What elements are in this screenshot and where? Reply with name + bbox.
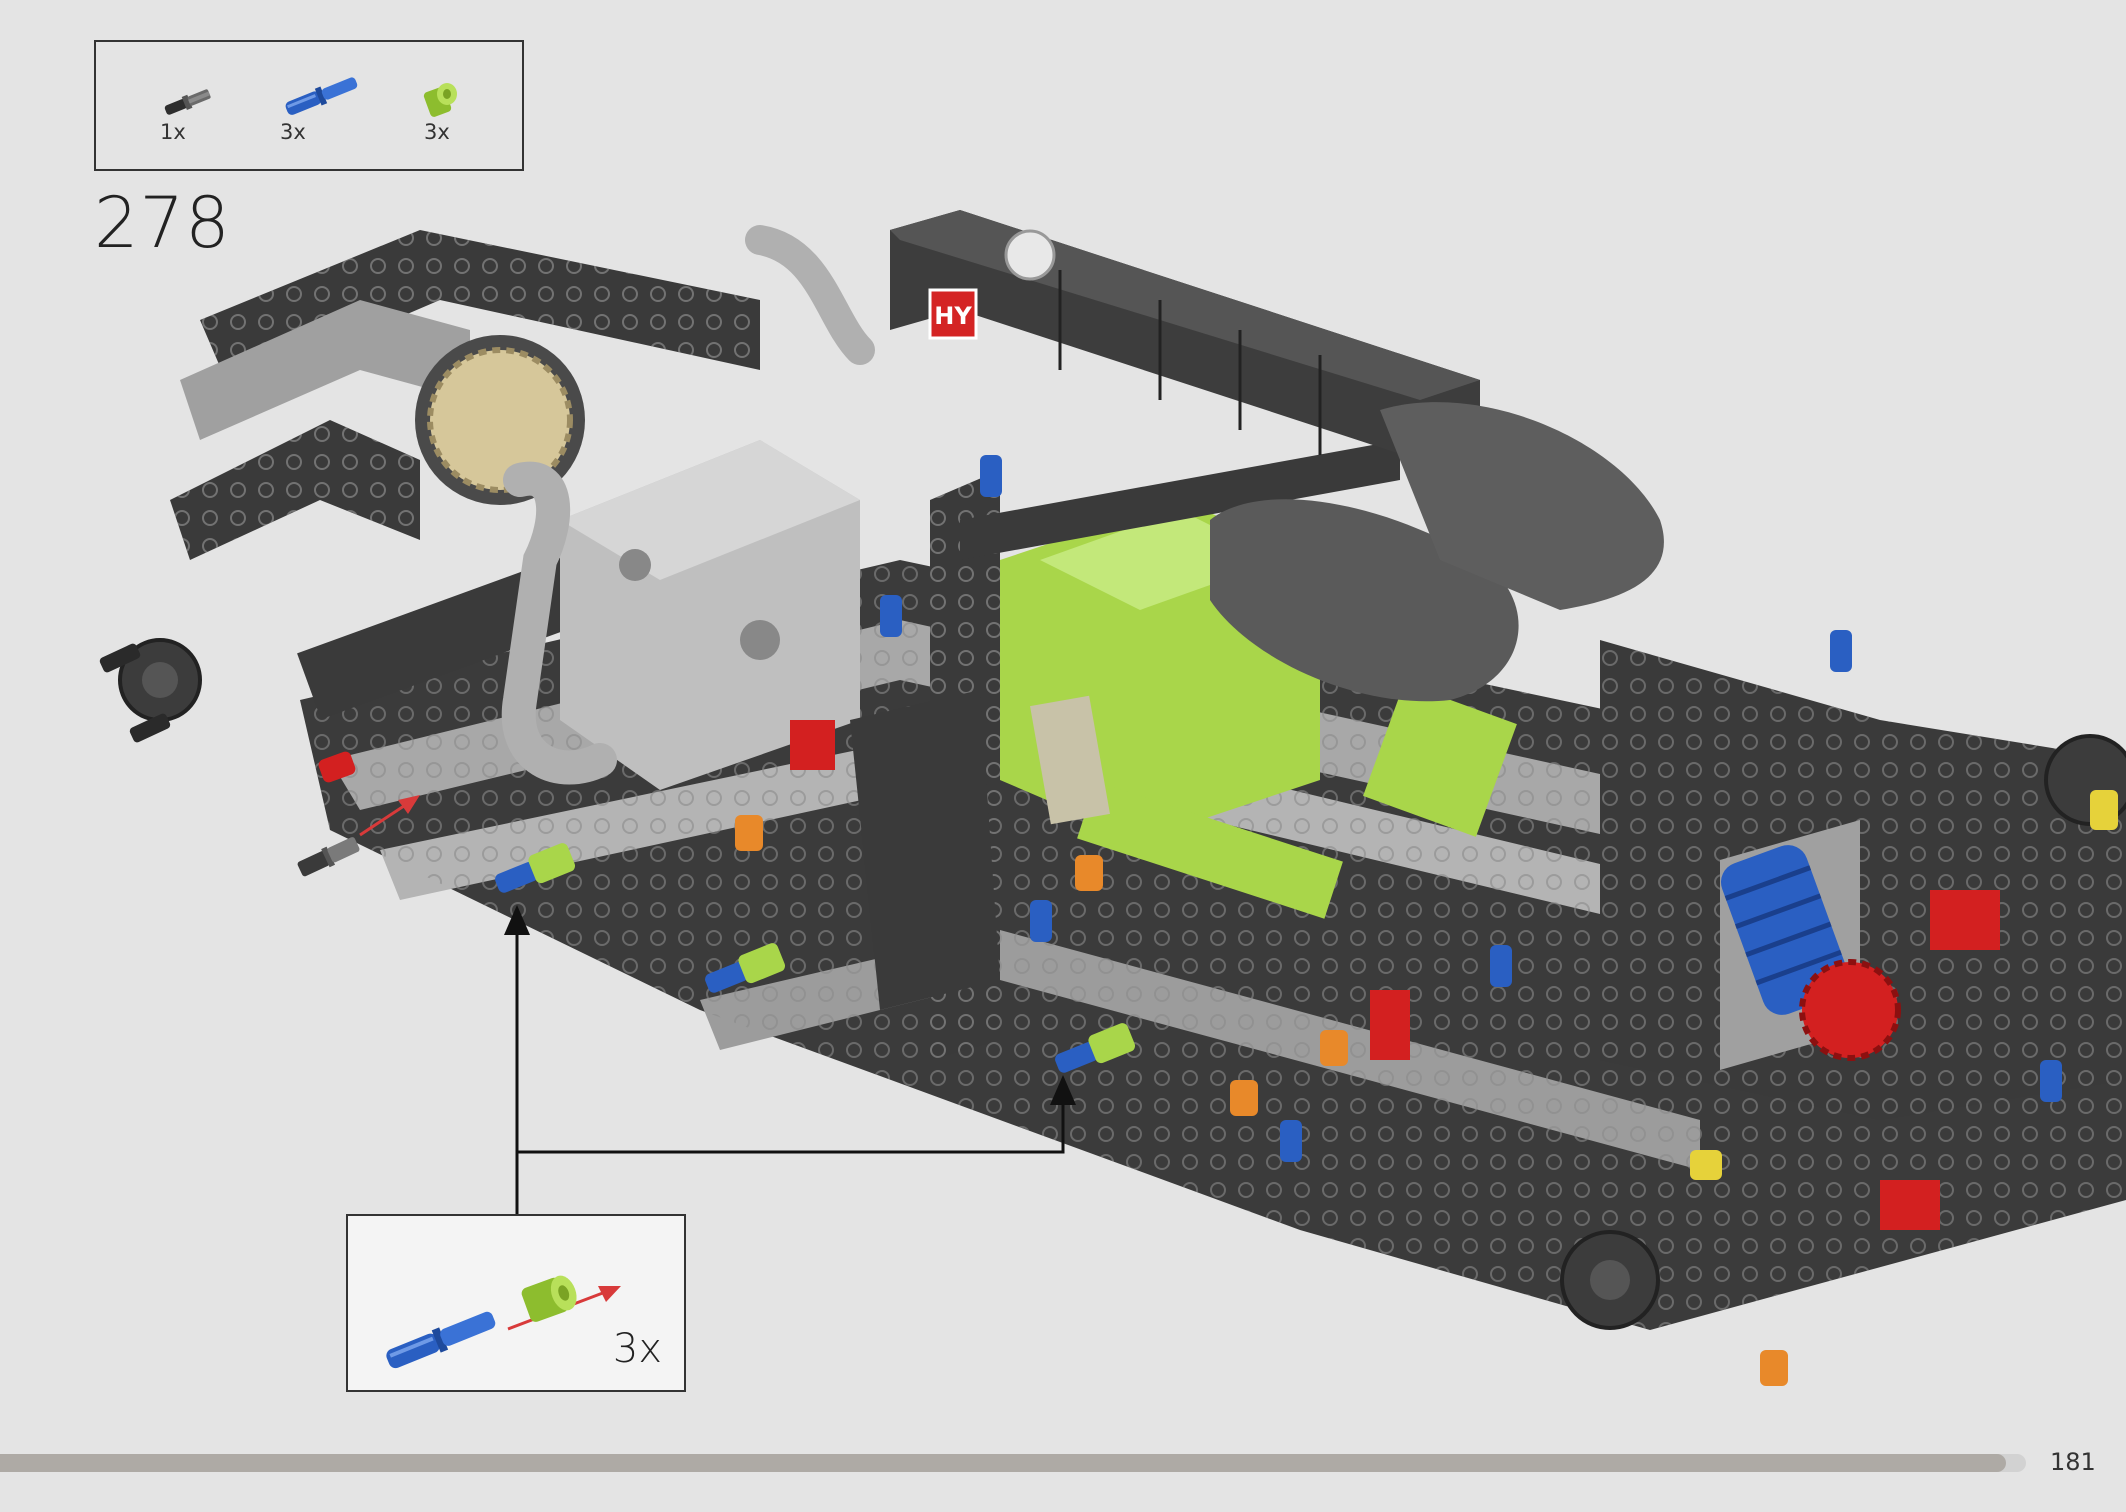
lime-bush-part-icon — [423, 83, 457, 117]
center-frame — [850, 440, 1400, 1060]
progress-fill — [0, 1454, 2006, 1472]
parts-list-box: 1x 3x 3x — [94, 40, 524, 171]
loose-axle-pin — [297, 837, 360, 877]
axle-pin-part-icon — [164, 89, 211, 115]
page-number: 181 — [2050, 1448, 2096, 1476]
arrow-up-icon-2 — [1050, 1075, 1076, 1105]
insert-direction-arrow-icon — [359, 795, 420, 837]
top-body-panel: HY — [890, 210, 1664, 702]
progress-bar — [0, 1454, 2026, 1472]
svg-text:HY: HY — [934, 302, 972, 330]
part-qty-2: 3x — [280, 120, 306, 144]
blue-pin-part-icon — [285, 77, 358, 115]
hy-badge-icon — [928, 288, 978, 340]
model-illustration: HY — [99, 210, 2126, 1386]
subassembly-callout: 3x — [346, 1214, 686, 1392]
blue-spring-icon — [1720, 845, 1850, 1015]
part-qty-3: 3x — [424, 120, 450, 144]
arrow-up-icon-1 — [504, 905, 530, 935]
front-suspension — [99, 230, 760, 743]
engine-block — [501, 225, 875, 790]
step-number: 278 — [94, 182, 231, 264]
callout-quantity: 3x — [612, 1326, 662, 1372]
callout-connector-arrows — [515, 935, 1065, 1214]
rear-suspension — [790, 640, 2126, 1330]
tan-gear — [415, 335, 585, 505]
inserted-pins — [495, 843, 1136, 1073]
pin-into-bush-icon — [386, 1275, 621, 1369]
scattered-pins — [318, 455, 2118, 1386]
part-qty-1: 1x — [160, 120, 186, 144]
